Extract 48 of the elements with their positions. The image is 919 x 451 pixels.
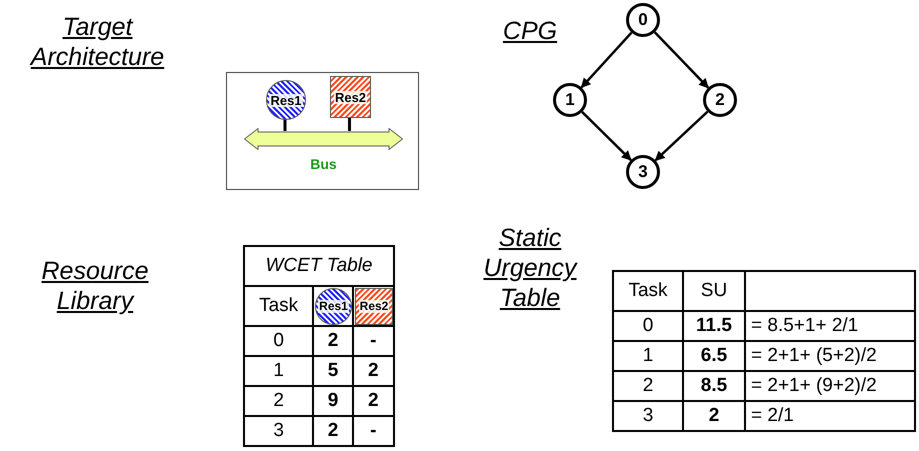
wcet-value: 2 <box>352 356 394 386</box>
task-id: 1 <box>244 356 314 386</box>
task-node: 1 <box>553 83 587 117</box>
architecture-frame <box>226 72 419 190</box>
column-header: SU <box>683 271 745 311</box>
wcet-value: 2 <box>352 386 394 416</box>
urgency-formula: = 2+1+ (9+2)/2 <box>745 371 915 401</box>
task-id: 2 <box>244 386 314 416</box>
task-id: 3 <box>244 416 314 446</box>
wcet-value: - <box>352 416 394 446</box>
connector-line <box>284 119 286 131</box>
arrow <box>581 111 632 161</box>
task-node: 0 <box>626 3 660 37</box>
arrow <box>580 32 632 88</box>
task-node: 3 <box>626 155 660 189</box>
task-id: 1 <box>613 341 683 371</box>
task-id: 2 <box>613 371 683 401</box>
urgency-formula: = 2+1+ (5+2)/2 <box>745 341 915 371</box>
section-heading: Static Urgency Table <box>482 223 579 313</box>
task-id: 0 <box>244 326 314 356</box>
task-node: 2 <box>703 83 737 117</box>
section-heading: Target Architecture <box>28 12 166 72</box>
column-header: Task <box>613 271 683 311</box>
wcet-value: 2 <box>313 416 353 446</box>
arrow <box>654 110 708 162</box>
column-header: Task <box>244 286 314 326</box>
resource-circle: Res1 <box>266 80 306 120</box>
urgency-value: 6.5 <box>683 341 745 371</box>
wcet-value: 2 <box>313 326 353 356</box>
wcet-value: - <box>352 326 394 356</box>
connector-line <box>348 117 351 131</box>
wcet-value: 5 <box>313 356 353 386</box>
urgency-value: 11.5 <box>683 311 745 341</box>
table-title: WCET Table <box>244 246 394 286</box>
urgency-value: 8.5 <box>683 371 745 401</box>
resource-circle: Res1 <box>315 288 352 325</box>
resource-square: Res2 <box>355 288 393 325</box>
task-id: 3 <box>613 401 683 431</box>
urgency-formula: = 8.5+1+ 2/1 <box>745 311 915 341</box>
arrow <box>654 31 710 89</box>
section-heading: CPG <box>502 16 558 46</box>
wcet-value: 9 <box>313 386 353 416</box>
resource-square: Res2 <box>330 76 371 118</box>
urgency-formula: = 2/1 <box>745 401 915 431</box>
urgency-value: 2 <box>683 401 745 431</box>
bus-label: Bus <box>309 156 338 172</box>
section-heading: Resource Library <box>40 256 150 316</box>
task-id: 0 <box>613 311 683 341</box>
